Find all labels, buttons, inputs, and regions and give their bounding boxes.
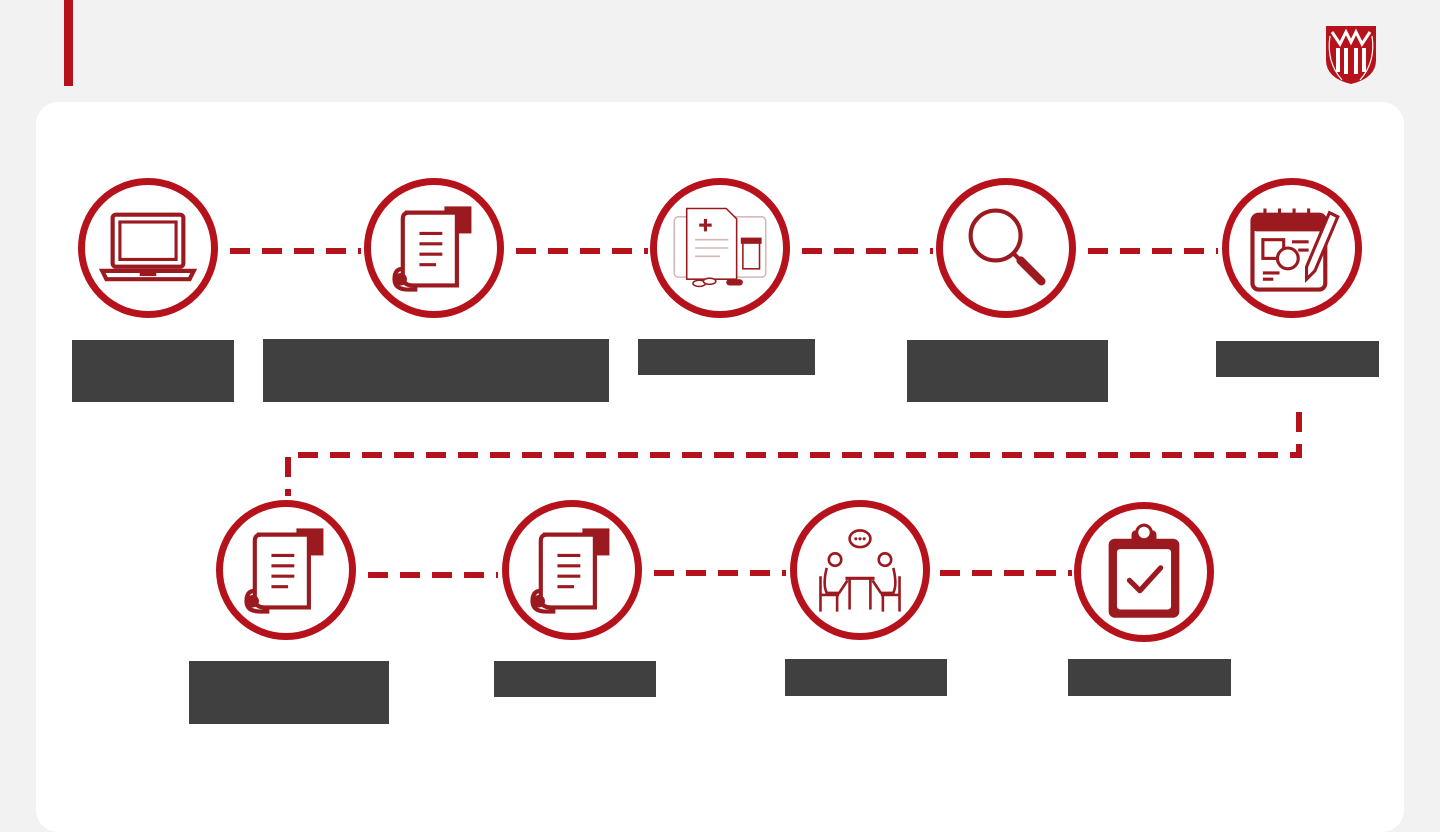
magnifier-icon bbox=[968, 208, 1046, 286]
step-6-circle bbox=[216, 500, 356, 640]
step-3-circle bbox=[650, 178, 790, 318]
step-8-label bbox=[785, 659, 947, 696]
step-5-label bbox=[1216, 341, 1379, 377]
clipboard-check-icon bbox=[1108, 523, 1180, 618]
step-4-circle bbox=[936, 178, 1076, 318]
step-4-label bbox=[907, 340, 1108, 402]
step-1-label bbox=[72, 340, 234, 402]
step-7-label bbox=[494, 661, 656, 697]
university-crest-icon bbox=[1326, 26, 1376, 84]
calendar-edit-icon bbox=[1250, 208, 1340, 292]
step-9-label bbox=[1068, 659, 1231, 696]
step-9-circle bbox=[1074, 502, 1214, 642]
step-7-circle bbox=[502, 500, 642, 640]
step-8-circle bbox=[790, 500, 930, 640]
scroll-document-icon bbox=[530, 528, 610, 614]
meeting-table-icon bbox=[819, 529, 901, 612]
scroll-document-icon bbox=[392, 206, 472, 292]
step-1-circle bbox=[78, 178, 218, 318]
step-3-label bbox=[638, 339, 815, 375]
header-accent-bar bbox=[64, 0, 73, 86]
medical-report-pills-icon bbox=[673, 207, 767, 288]
scroll-document-icon bbox=[244, 528, 324, 614]
step-2-circle bbox=[364, 178, 504, 318]
step-6-label bbox=[189, 661, 389, 724]
step-2-label bbox=[263, 339, 609, 402]
laptop-icon bbox=[98, 212, 198, 282]
step-5-circle bbox=[1222, 178, 1362, 318]
